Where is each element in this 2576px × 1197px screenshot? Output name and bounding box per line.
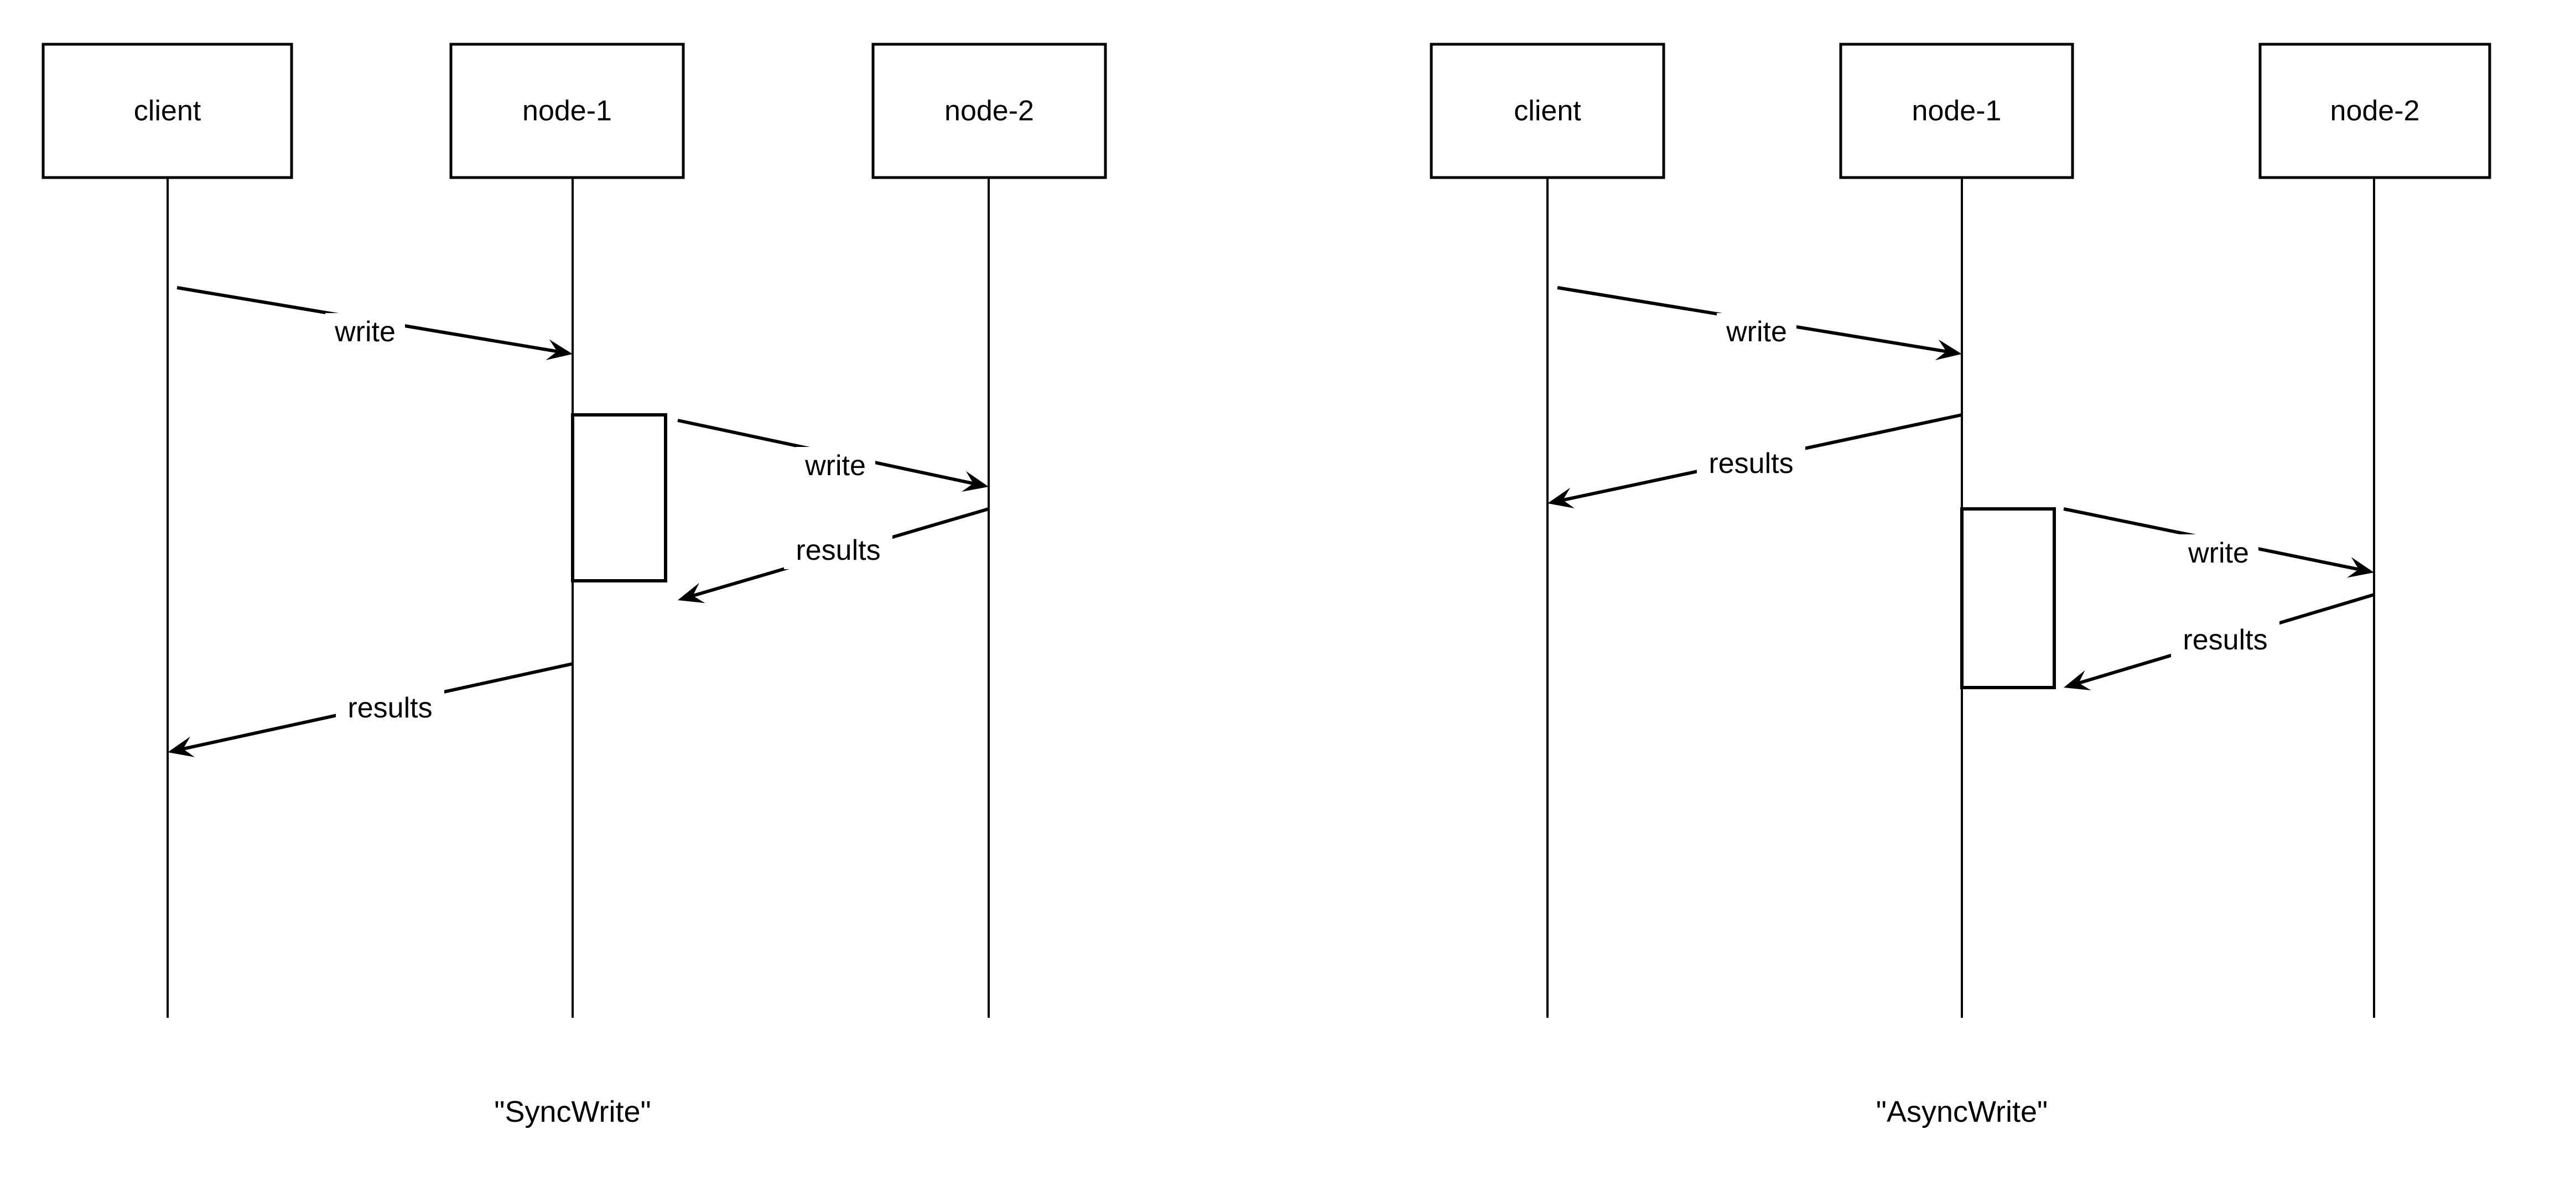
participant-label-client: client bbox=[1514, 95, 1581, 127]
participant-label-node-1: node-1 bbox=[1912, 95, 2002, 127]
arrowhead-icon bbox=[678, 582, 705, 603]
arrowhead-icon bbox=[546, 339, 573, 361]
sequence-diagram-sync-write: client node-1 node-2 write write results resul… bbox=[41, 43, 1107, 1128]
message-label-backing bbox=[1697, 445, 1805, 482]
activation-box-node-1 bbox=[1960, 507, 2056, 689]
arrowhead-icon bbox=[962, 471, 989, 492]
arrowhead-icon bbox=[2347, 557, 2374, 578]
message-label-backing bbox=[336, 689, 444, 727]
message-label-backing bbox=[1717, 313, 1796, 351]
message-results-node-2-to-node-1: results bbox=[2064, 593, 2375, 690]
participant-box-node-2[interactable] bbox=[871, 43, 1107, 179]
message-label: results bbox=[796, 534, 880, 566]
arrowhead-icon bbox=[1935, 339, 1962, 361]
participant-box-node-1[interactable] bbox=[449, 43, 685, 179]
diagram-caption-sync-write: "SyncWrite" bbox=[494, 1095, 651, 1128]
participant-label-node-2: node-2 bbox=[2330, 95, 2420, 127]
message-label-backing bbox=[2171, 621, 2279, 659]
participant-node-1[interactable]: node-1 bbox=[449, 43, 685, 179]
participant-box-client[interactable] bbox=[1430, 43, 1665, 179]
participant-node-1[interactable]: node-1 bbox=[1839, 43, 2074, 179]
arrowhead-icon bbox=[168, 736, 195, 757]
arrowhead-icon bbox=[2064, 670, 2091, 690]
participant-label-client: client bbox=[134, 95, 201, 127]
message-label: results bbox=[347, 692, 432, 724]
message-label-backing bbox=[325, 313, 405, 351]
participant-node-2[interactable]: node-2 bbox=[2258, 43, 2491, 179]
message-results-node-1-to-client: results bbox=[168, 662, 573, 757]
participant-client[interactable]: client bbox=[41, 43, 293, 179]
arrowhead-icon bbox=[1547, 487, 1575, 508]
message-label: write bbox=[1726, 316, 1787, 348]
message-label: write bbox=[334, 316, 396, 348]
participant-client[interactable]: client bbox=[1430, 43, 1665, 179]
sequence-diagram-async-write: client node-1 node-2 write results write resul… bbox=[1430, 43, 2491, 1128]
message-write-client-to-node-1: write bbox=[1557, 286, 1962, 361]
message-label: results bbox=[1708, 447, 1793, 480]
diagram-caption-async-write: "AsyncWrite" bbox=[1876, 1095, 2048, 1128]
message-label-backing bbox=[796, 447, 875, 485]
message-write-client-to-node-1: write bbox=[176, 286, 573, 361]
participant-box-node-1[interactable] bbox=[1839, 43, 2074, 179]
message-write-node-1-to-node-2: write bbox=[677, 419, 989, 492]
message-write-node-1-to-node-2: write bbox=[2063, 507, 2374, 578]
participant-box-node-2[interactable] bbox=[2258, 43, 2491, 179]
message-label: write bbox=[804, 450, 866, 482]
message-results-node-2-to-node-1: results bbox=[678, 507, 989, 603]
participant-box-client[interactable] bbox=[41, 43, 293, 179]
message-label-backing bbox=[784, 532, 892, 569]
participant-label-node-2: node-2 bbox=[944, 95, 1034, 127]
activation-box-node-1 bbox=[571, 413, 667, 582]
participant-label-node-1: node-1 bbox=[522, 95, 612, 127]
participant-node-2[interactable]: node-2 bbox=[871, 43, 1107, 179]
message-label-backing bbox=[2179, 534, 2258, 572]
message-label: results bbox=[2183, 624, 2267, 656]
message-label: write bbox=[2188, 537, 2249, 569]
message-results-node-1-to-client: results bbox=[1547, 413, 1962, 508]
